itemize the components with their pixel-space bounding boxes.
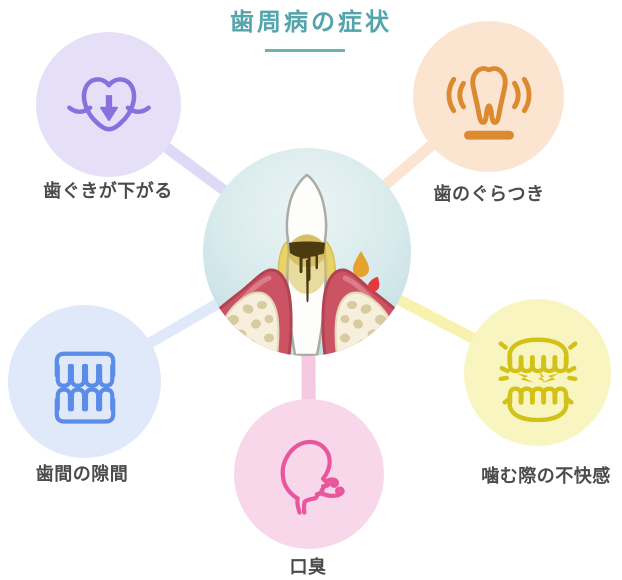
bad-breath-icon (280, 439, 345, 515)
teeth-gap-icon (54, 351, 115, 424)
node-label-gum-recession: 歯ぐきが下がる (43, 181, 173, 201)
node-circle-tooth-gaps (8, 305, 161, 458)
title-underline (265, 49, 345, 52)
periodontal-tooth-illustration (203, 148, 411, 356)
node-label-bad-breath: 口臭 (289, 557, 327, 577)
page-title: 歯周病の症状 (230, 10, 392, 36)
loose-tooth-icon (445, 65, 532, 140)
node-label-loose-tooth: 歯のぐらつき (433, 184, 545, 204)
receding-gums-icon (66, 76, 151, 132)
node-label-tooth-gaps: 歯間の隙間 (35, 464, 129, 484)
center-illustration-circle (203, 148, 411, 356)
node-circle-bad-breath (234, 399, 384, 549)
node-circle-gum-recession (36, 32, 181, 177)
node-circle-loose-tooth (413, 21, 564, 172)
clenched-teeth-icon (498, 336, 577, 422)
node-label-chewing-discomfort: 噛む際の不快感 (481, 466, 611, 486)
node-circle-chewing-discomfort (464, 299, 611, 446)
